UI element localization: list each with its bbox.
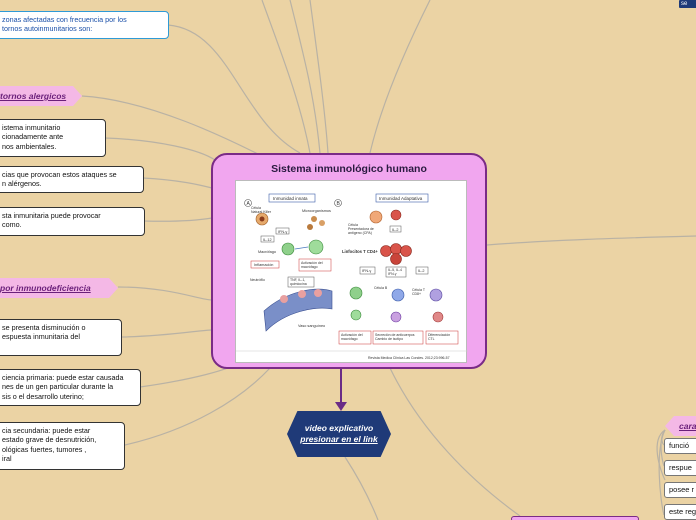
panel-b-label: B [337,201,341,207]
neutrophil-label: Neutrófilo [250,278,265,282]
macrophage-label: Macrófago [258,250,276,254]
central-topic[interactable]: Sistema inmunológico humano A Inmunidad … [211,153,487,369]
innate-header: Inmunidad innata [273,196,308,201]
right-item-1[interactable]: funció [664,438,696,454]
panel-a-label: A [247,201,251,207]
allergic-node-3[interactable]: sta inmunitaria puede provocar como. [0,207,145,236]
top-right-badge[interactable]: se [679,0,696,8]
right-item-3[interactable]: posee r [664,482,696,498]
video-link-node[interactable]: video explicativo presionar en el link [287,411,391,457]
immuno-node-3[interactable]: cia secundaria: puede estar estado grave… [0,422,125,470]
blood-vessel-label: Vaso sanguíneo [298,324,325,328]
characteristics-tag[interactable]: cara [665,416,696,436]
inflammation-label: Inflamación [254,263,273,267]
il12-label: IL-12 [263,238,272,242]
adaptive-header: Inmunidad Adaptativa [379,196,423,201]
right-item-4[interactable]: este reg [664,504,696,520]
ifn-gamma-b-label: IFN-γ [362,269,371,273]
figure-citation: Revista Medica Clinica Las Condes. 2012;… [368,356,450,360]
il2-b-label: IL-2 [418,269,425,273]
immuno-node-1[interactable]: se presenta disminución o espuesta inmun… [0,319,122,356]
allergic-disorders-tag[interactable]: tornos alergicos [0,86,82,106]
bottom-partial-node[interactable] [511,516,639,520]
allergic-node-1[interactable]: istema inmunitario cionadamente ante nos… [0,119,106,157]
tnf-label: TNF, IL-1,quimiocina [290,278,307,286]
b-cell-label: Célula B [374,286,388,290]
video-link[interactable]: presionar en el link [300,434,378,445]
ifn-gamma-label: IFN-γ [278,230,287,234]
immuno-node-2[interactable]: ciencia primaria: puede estar causada ne… [0,369,141,406]
autoimmune-zones-node[interactable]: zonas afectadas con frecuencia por los t… [0,11,169,39]
il2-label: IL-2 [392,228,399,232]
t-lymphocytes-label: Linfocitos T CD4+ [342,249,378,254]
allergic-node-2[interactable]: cias que provocan estos ataques se n alé… [0,166,144,193]
right-item-2[interactable]: respue [664,460,696,476]
microorganisms-label: Microorganismos [302,209,331,213]
central-title: Sistema inmunológico humano [271,163,427,175]
immunodeficiency-tag[interactable]: por inmunodeficiencia [0,278,118,298]
video-line-1: video explicativo [304,423,374,433]
